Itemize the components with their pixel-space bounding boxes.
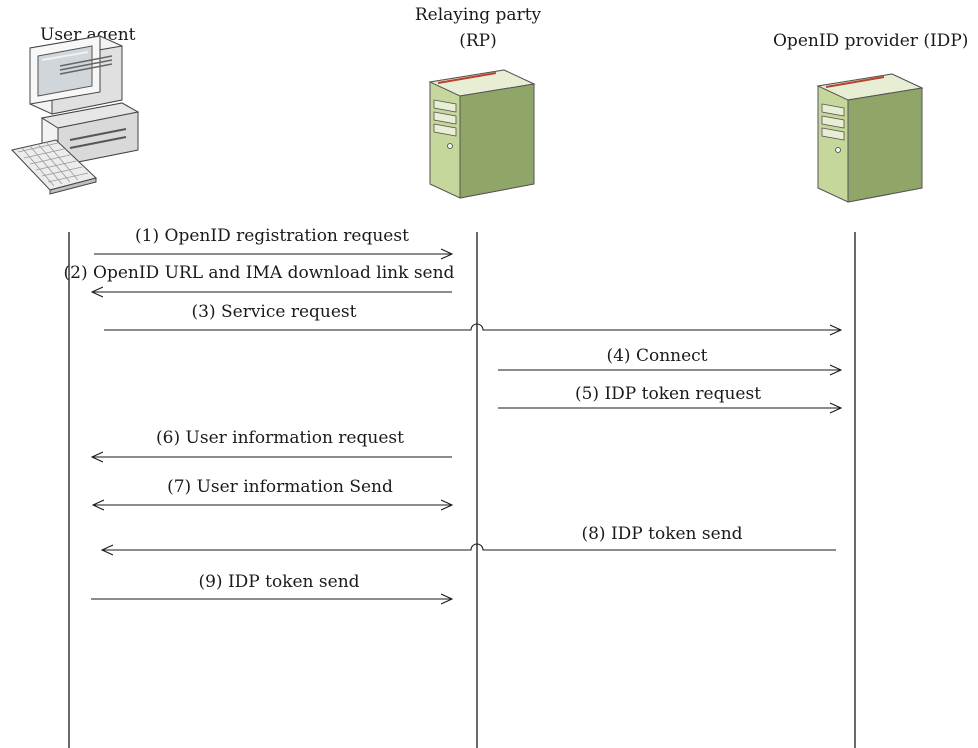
message-7: (7) User information Send [93, 477, 452, 505]
message-7-label: (7) User information Send [167, 477, 393, 497]
message-6-label: (6) User information request [156, 428, 404, 448]
message-8-label: (8) IDP token send [581, 524, 742, 544]
idp-label: OpenID provider (IDP) [773, 31, 969, 51]
message-1: (1) OpenID registration request [94, 226, 452, 254]
message-3-label: (3) Service request [192, 302, 357, 322]
message-5: (5) IDP token request [498, 384, 841, 408]
rp-server-icon [428, 69, 536, 199]
computer-icon [11, 35, 140, 195]
message-3-arrow [104, 323, 841, 330]
message-9: (9) IDP token send [91, 572, 452, 599]
message-9-label: (9) IDP token send [198, 572, 359, 592]
message-1-label: (1) OpenID registration request [135, 226, 409, 246]
idp-server-icon [816, 73, 924, 203]
message-4: (4) Connect [498, 346, 841, 370]
message-2-label: (2) OpenID URL and IMA download link sen… [64, 263, 455, 283]
rp-label-line2: (RP) [459, 31, 497, 51]
message-8-arrow [102, 543, 836, 550]
rp-label: Relaying party (RP) [402, 2, 554, 54]
rp-label-line1: Relaying party [414, 5, 542, 25]
message-2: (2) OpenID URL and IMA download link sen… [64, 263, 455, 292]
user-agent-label: User agent [40, 25, 136, 45]
message-5-label: (5) IDP token request [575, 384, 761, 404]
message-6: (6) User information request [92, 428, 452, 457]
message-3: (3) Service request [104, 302, 841, 330]
message-4-label: (4) Connect [606, 346, 707, 366]
message-8: (8) IDP token send [102, 524, 836, 550]
